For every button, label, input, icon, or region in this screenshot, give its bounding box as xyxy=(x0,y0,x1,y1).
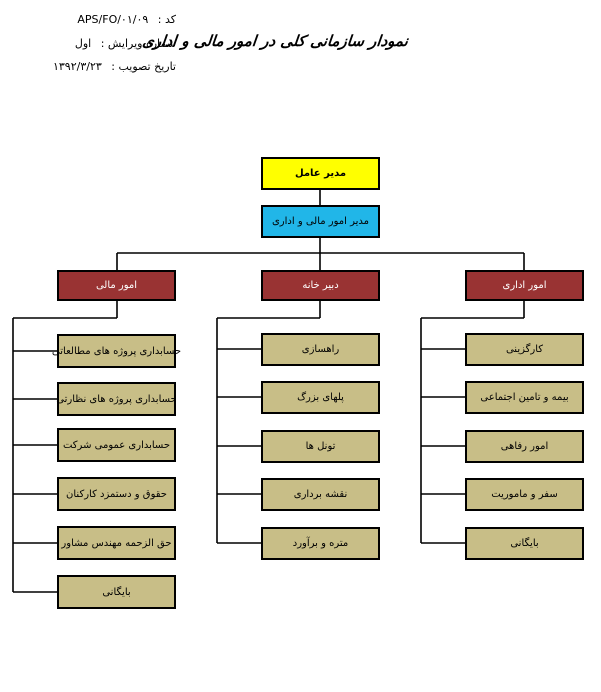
dept-box-secretariat: دبیر خانه xyxy=(261,270,380,301)
unit-box: تونل ها xyxy=(261,430,380,463)
finance-admin-manager-box: مدیر امور مالی و اداری xyxy=(261,205,380,238)
unit-box: حسابداری پروژه های نظارتی xyxy=(56,382,177,416)
dept-box-finance: امور مالی xyxy=(57,270,176,301)
revision-label: شماره ویرایش : xyxy=(100,37,176,50)
unit-box: حقوق و دستمزد کارکنان xyxy=(57,477,176,511)
unit-box: حسابداری عمومی شرکت xyxy=(57,428,176,462)
unit-box: بایگانی xyxy=(465,527,584,560)
code-label: کد : xyxy=(157,13,176,26)
unit-box: بیمه و تامین اجتماعی xyxy=(465,381,584,414)
unit-box: امور رفاهی xyxy=(465,430,584,463)
unit-box: متره و برآورد xyxy=(261,527,380,560)
unit-box: سفر و ماموریت xyxy=(465,478,584,511)
unit-box: حسابداری پروژه های مطالعاتی xyxy=(52,334,181,368)
unit-box: پلهای بزرگ xyxy=(261,381,380,414)
unit-box: حق الزحمه مهندس مشاور xyxy=(57,526,176,560)
revision-value: اول xyxy=(74,37,92,50)
code-value: APS/FO/۰۱/۰۹ xyxy=(77,13,149,26)
date-line: تاریخ تصویب : ۱۳۹۲/۳/۲۳ xyxy=(52,60,176,73)
ceo-box: مدیر عامل xyxy=(261,157,380,190)
unit-box: کارگزینی xyxy=(465,333,584,366)
date-value: ۱۳۹۲/۳/۲۳ xyxy=(52,60,102,73)
dept-box-admin: امور اداری xyxy=(465,270,584,301)
unit-box: نقشه برداری xyxy=(261,478,380,511)
revision-line: شماره ویرایش : اول xyxy=(74,37,176,50)
date-label: تاریخ تصویب : xyxy=(111,60,176,73)
code-line: کد : APS/FO/۰۱/۰۹ xyxy=(76,13,176,26)
unit-box: راهسازی xyxy=(261,333,380,366)
unit-box: بایگانی xyxy=(57,575,176,609)
